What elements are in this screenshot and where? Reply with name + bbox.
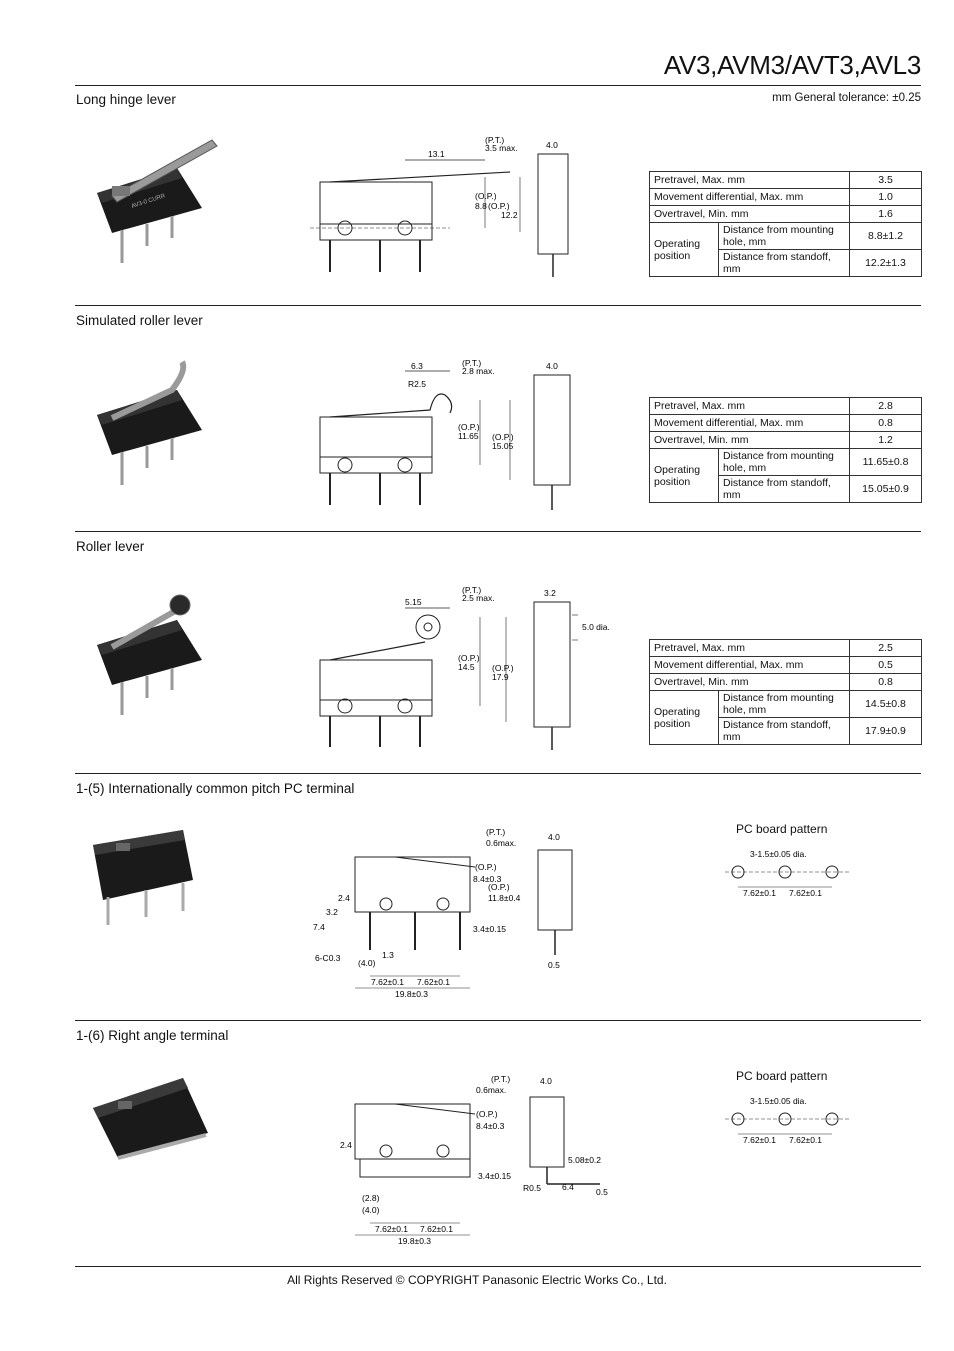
svg-text:(P.T.): (P.T.) <box>462 358 481 368</box>
dimension-drawing-long-hinge: (P.T.) 3.5 max. 13.1 (O.P.) 8.8 (O.P.) 1… <box>310 135 569 277</box>
divider <box>75 1020 921 1021</box>
svg-text:6.4: 6.4 <box>562 1182 574 1192</box>
svg-text:8.4±0.3: 8.4±0.3 <box>473 874 502 884</box>
svg-text:(O.P.): (O.P.) <box>458 422 480 432</box>
svg-text:R0.5: R0.5 <box>523 1183 541 1193</box>
svg-text:11.8±0.4: 11.8±0.4 <box>488 893 521 903</box>
svg-text:4.0: 4.0 <box>540 1076 552 1086</box>
svg-text:0.5: 0.5 <box>596 1187 608 1197</box>
switch-photo-simulated-roller <box>97 360 202 485</box>
svg-text:2.4: 2.4 <box>340 1140 352 1150</box>
divider <box>75 85 921 86</box>
svg-text:3-1.5±0.05 dia.: 3-1.5±0.05 dia. <box>750 1096 807 1106</box>
divider <box>75 1266 921 1267</box>
svg-text:3-1.5±0.05 dia.: 3-1.5±0.05 dia. <box>750 849 807 859</box>
svg-text:2.4: 2.4 <box>338 893 350 903</box>
svg-text:(O.P.): (O.P.) <box>488 201 510 211</box>
switch-photo-roller <box>97 594 202 715</box>
svg-text:4.0: 4.0 <box>546 361 558 371</box>
svg-text:4.0: 4.0 <box>546 140 558 150</box>
svg-text:(2.8): (2.8) <box>362 1193 380 1203</box>
svg-text:7.62±0.1: 7.62±0.1 <box>371 977 404 987</box>
svg-text:(O.P.): (O.P.) <box>492 432 514 442</box>
dimension-drawing-right-angle: (P.T.) 0.6max. (O.P.) 8.4±0.3 2.4 (2.8) … <box>340 1074 608 1246</box>
svg-text:(P.T.): (P.T.) <box>462 585 481 595</box>
svg-text:(O.P.): (O.P.) <box>488 882 510 892</box>
svg-text:1.3: 1.3 <box>382 950 394 960</box>
svg-text:8.8: 8.8 <box>475 201 487 211</box>
svg-text:3.4±0.15: 3.4±0.15 <box>478 1171 511 1181</box>
svg-text:(4.0): (4.0) <box>358 958 376 968</box>
svg-text:0.6max.: 0.6max. <box>486 838 516 848</box>
svg-text:(O.P.): (O.P.) <box>475 862 497 872</box>
svg-text:5.15: 5.15 <box>405 597 422 607</box>
svg-text:7.62±0.1: 7.62±0.1 <box>417 977 450 987</box>
svg-text:3.2: 3.2 <box>544 588 556 598</box>
section-title-pc-terminal: 1-(5) Internationally common pitch PC te… <box>76 781 355 796</box>
divider <box>75 531 921 532</box>
svg-text:(P.T.): (P.T.) <box>486 827 505 837</box>
switch-photo-pc-terminal <box>93 830 193 925</box>
switch-photo-long-hinge: AV3-0 CURR <box>97 139 218 263</box>
pcb-pattern-title: PC board pattern <box>736 1069 828 1083</box>
pcb-pattern-title: PC board pattern <box>736 822 828 836</box>
svg-text:19.8±0.3: 19.8±0.3 <box>398 1236 431 1246</box>
svg-text:7.62±0.1: 7.62±0.1 <box>375 1224 408 1234</box>
svg-text:7.62±0.1: 7.62±0.1 <box>789 1135 822 1145</box>
svg-text:5.0 dia.: 5.0 dia. <box>582 622 610 632</box>
svg-text:7.4: 7.4 <box>313 922 325 932</box>
svg-text:(P.T.): (P.T.) <box>491 1074 510 1084</box>
svg-text:(O.P.): (O.P.) <box>492 663 514 673</box>
svg-text:14.5: 14.5 <box>458 662 475 672</box>
svg-text:(O.P.): (O.P.) <box>475 191 497 201</box>
svg-text:R2.5: R2.5 <box>408 379 426 389</box>
svg-text:19.8±0.3: 19.8±0.3 <box>395 989 428 999</box>
page-title: AV3,AVM3/AVT3,AVL3 <box>663 50 921 80</box>
svg-text:7.62±0.1: 7.62±0.1 <box>420 1224 453 1234</box>
svg-text:3.2: 3.2 <box>326 907 338 917</box>
dimension-drawing-pc-terminal: (P.T.) 0.6max. (O.P.) 8.4±0.3 (O.P.) 11.… <box>313 827 573 999</box>
svg-text:7.62±0.1: 7.62±0.1 <box>789 888 822 898</box>
svg-text:8.4±0.3: 8.4±0.3 <box>476 1121 505 1131</box>
svg-text:12.2: 12.2 <box>501 210 518 220</box>
svg-text:7.62±0.1: 7.62±0.1 <box>743 1135 776 1145</box>
svg-text:11.65: 11.65 <box>458 431 479 441</box>
section-title-right-angle-terminal: 1-(6) Right angle terminal <box>76 1028 229 1043</box>
tolerance-note: mm General tolerance: ±0.25 <box>772 92 921 104</box>
section-title-roller-lever: Roller lever <box>76 539 145 554</box>
svg-text:0.5: 0.5 <box>548 960 560 970</box>
section-title-long-hinge-lever: Long hinge lever <box>76 92 176 107</box>
svg-text:15.05: 15.05 <box>492 441 514 451</box>
divider <box>75 773 921 774</box>
pcb-pattern-drawing: 3-1.5±0.05 dia. 7.62±0.1 7.62±0.1 <box>725 1096 850 1145</box>
dimension-drawing-roller: (P.T.) 2.5 max. 5.15 (O.P.) 14.5 (O.P.) … <box>319 585 610 750</box>
svg-text:3.4±0.15: 3.4±0.15 <box>473 924 506 934</box>
svg-text:4.0: 4.0 <box>548 832 560 842</box>
svg-text:(O.P.): (O.P.) <box>458 653 480 663</box>
svg-text:6-C0.3: 6-C0.3 <box>315 953 341 963</box>
switch-photo-right-angle <box>93 1078 208 1160</box>
divider <box>75 305 921 306</box>
svg-text:2.8 max.: 2.8 max. <box>462 366 495 376</box>
svg-text:17.9: 17.9 <box>492 672 509 682</box>
svg-text:(O.P.): (O.P.) <box>476 1109 498 1119</box>
pcb-pattern-drawing: 3-1.5±0.05 dia. 7.62±0.1 7.62±0.1 <box>725 849 850 898</box>
svg-text:6.3: 6.3 <box>411 361 423 371</box>
svg-text:(4.0): (4.0) <box>362 1205 380 1215</box>
svg-text:3.5 max.: 3.5 max. <box>485 143 518 153</box>
svg-text:0.6max.: 0.6max. <box>476 1085 506 1095</box>
section-title-simulated-roller-lever: Simulated roller lever <box>76 313 203 328</box>
dimension-drawing-simulated-roller: (P.T.) 2.8 max. 6.3 R2.5 (O.P.) 11.65 (O… <box>319 358 571 510</box>
svg-text:13.1: 13.1 <box>428 149 445 159</box>
svg-text:5.08±0.2: 5.08±0.2 <box>568 1155 601 1165</box>
svg-text:(P.T.): (P.T.) <box>485 135 504 145</box>
copyright-footer: All Rights Reserved © COPYRIGHT Panasoni… <box>287 1273 667 1287</box>
svg-text:2.5 max.: 2.5 max. <box>462 593 495 603</box>
svg-text:7.62±0.1: 7.62±0.1 <box>743 888 776 898</box>
